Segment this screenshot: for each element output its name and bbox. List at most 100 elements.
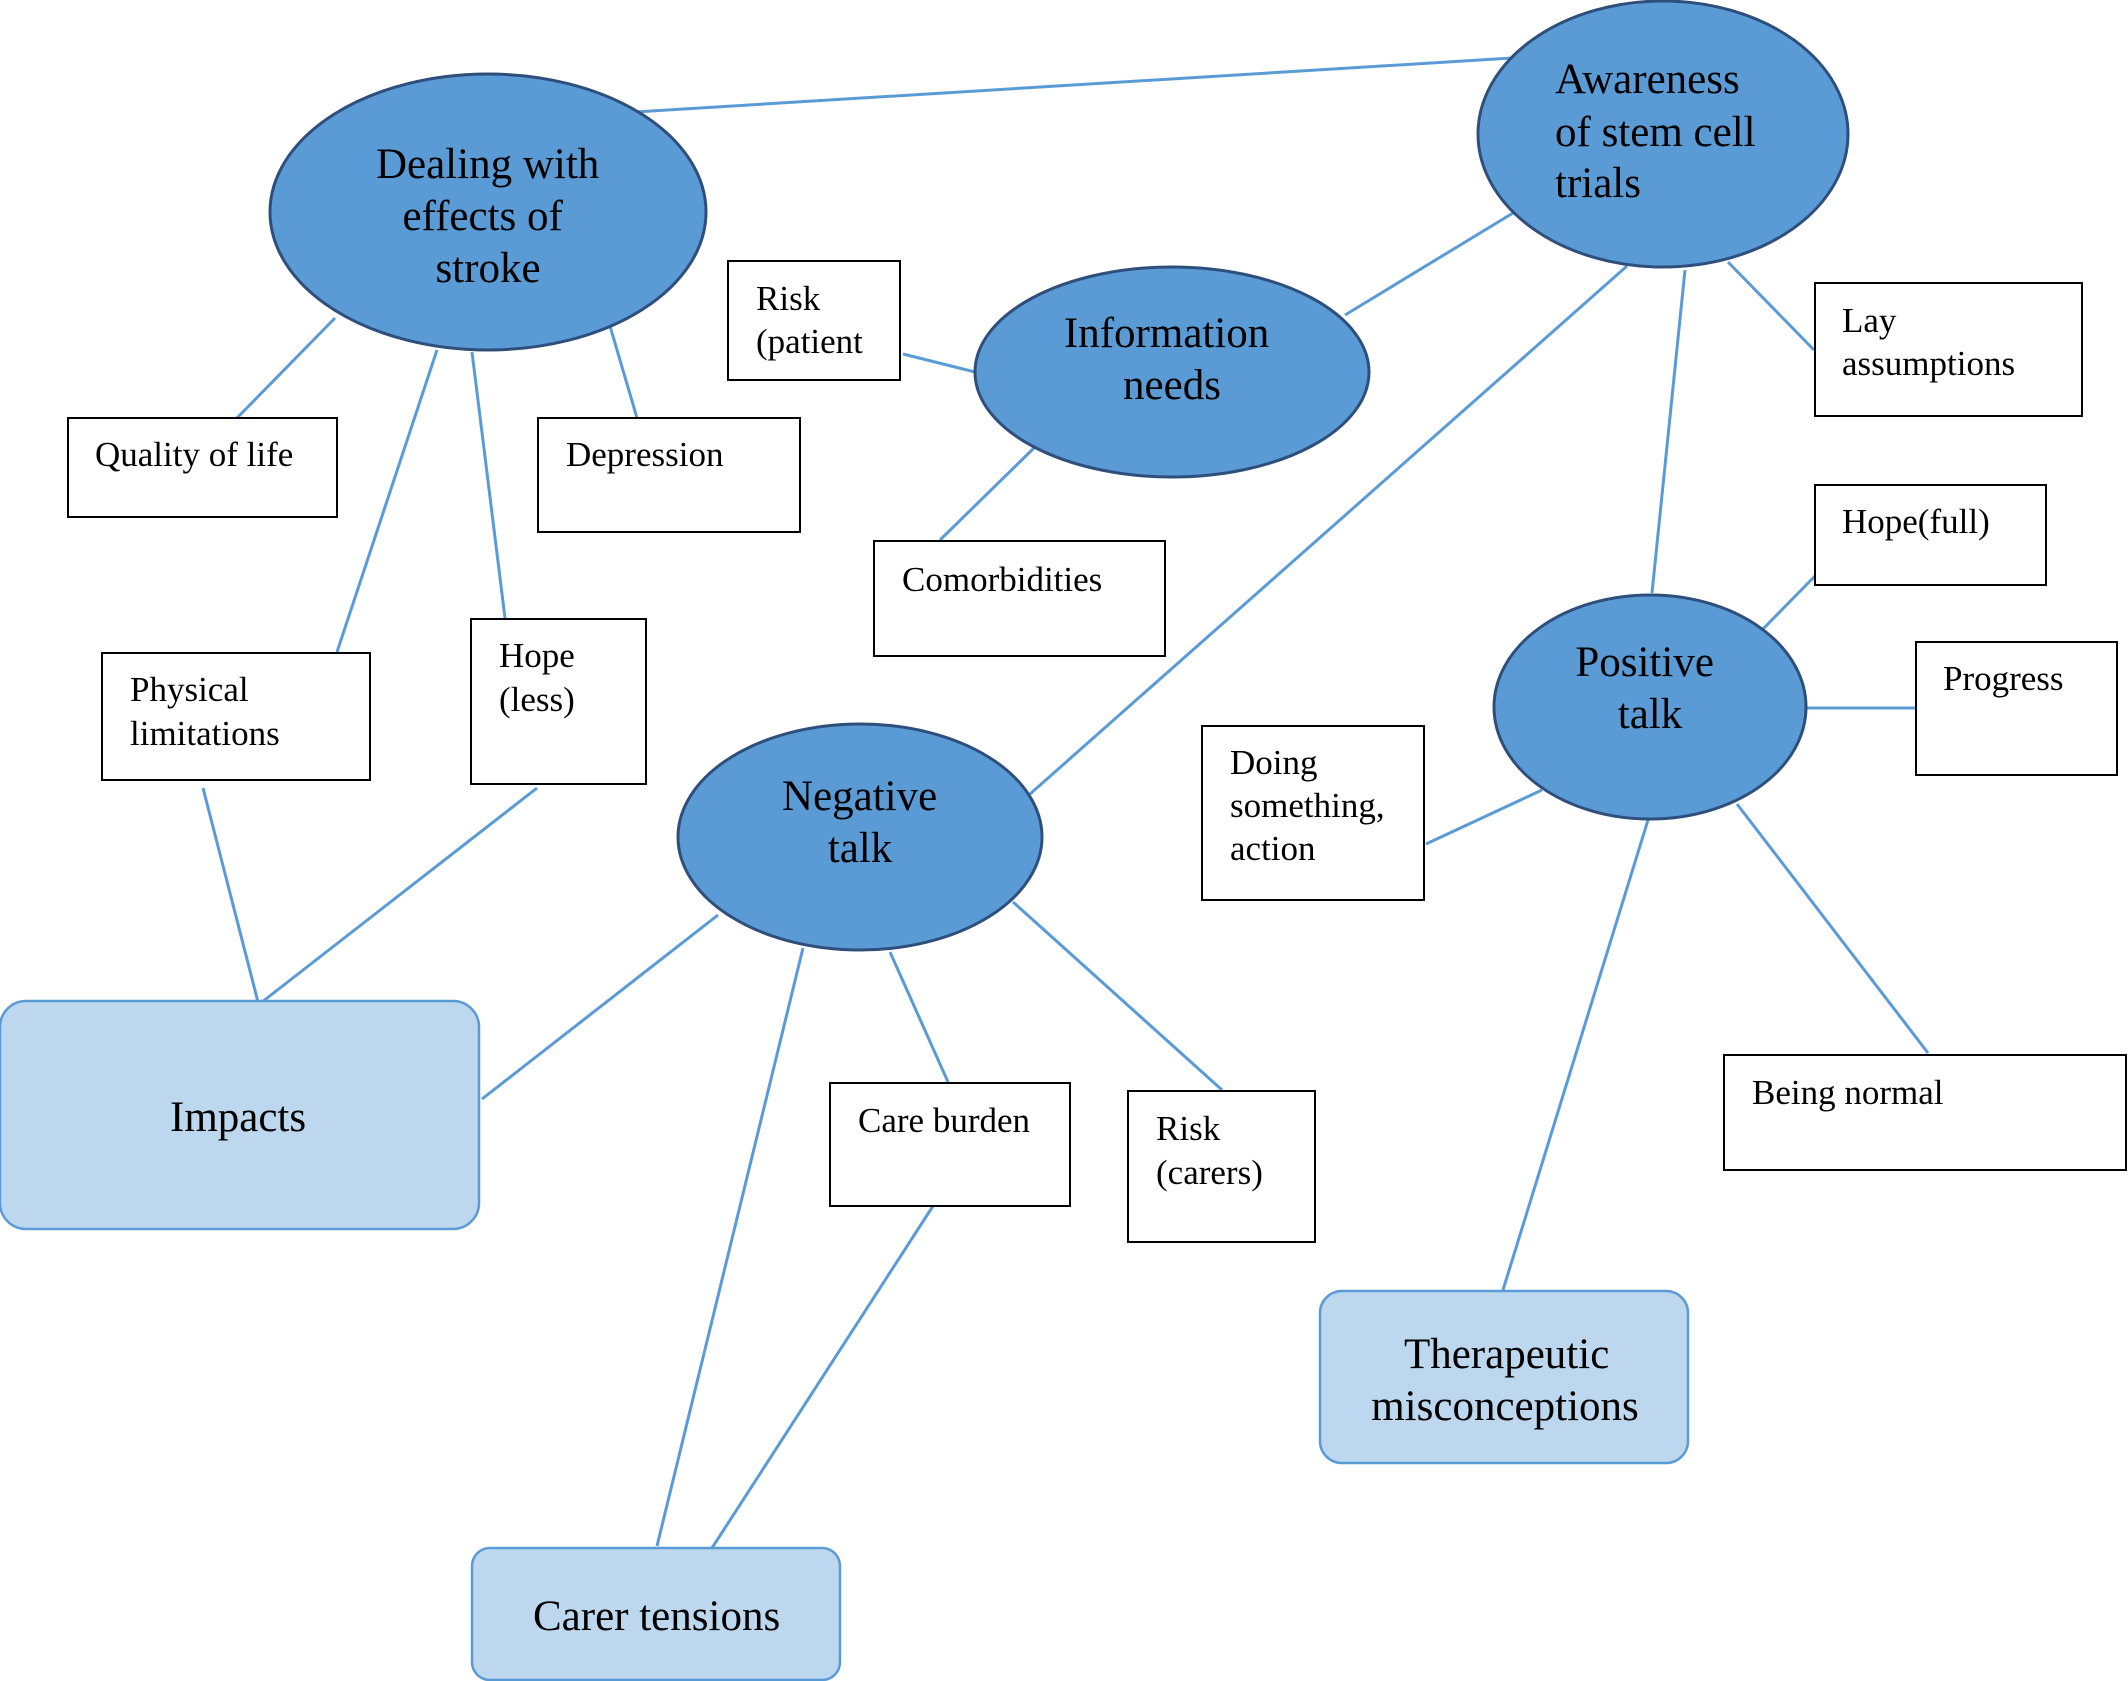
svg-text:Negative talk: Negative talk [782, 773, 948, 872]
box-quality-of-life-line1: Quality of life [95, 435, 293, 474]
ellipse-awareness-shape [1476, 0, 1850, 269]
box-hope-less-line2: (less) [499, 680, 575, 719]
ellipse-dealing: Dealing with effects of stroke [268, 72, 708, 352]
box-being-normal-line1: Being normal [1752, 1073, 1944, 1112]
box-physical-limitations-line2: limitations [130, 714, 280, 753]
box-doing-something-line2: something, [1230, 786, 1385, 825]
svg-text:Hope(full): Hope(full) [1842, 502, 1990, 541]
box-care-burden-frame [829, 1082, 1071, 1207]
box-physical-limitations-line1: Physical [130, 670, 249, 709]
connector-information-comorbidities [938, 445, 1037, 542]
ellipse-negative-shape [676, 722, 1044, 952]
connector-dealing-quality [235, 316, 337, 420]
svg-text:Progress: Progress [1943, 659, 2064, 698]
svg-text:Risk (patient: Risk (patient [756, 279, 863, 361]
theme-carer-tensions-frame [470, 1546, 842, 1681]
svg-text:Lay assumptions: Lay assumptions [1842, 301, 2015, 383]
box-hope-full-line1: Hope(full) [1842, 502, 1990, 541]
connector-negative-impacts [481, 913, 719, 1101]
connector-awareness-negative [1029, 264, 1628, 796]
box-hope-full: Hope(full) [1814, 484, 2047, 586]
box-risk-carers-frame [1127, 1090, 1316, 1243]
ellipse-information-shape [973, 265, 1371, 479]
connector-physical-impacts [201, 787, 260, 1003]
box-being-normal-frame [1723, 1054, 2127, 1171]
box-lay-assumptions-line2: assumptions [1842, 344, 2015, 383]
box-doing-something: Doing something, action [1201, 725, 1425, 901]
connector-positive-therapeutic [1501, 819, 1650, 1291]
box-depression: Depression [537, 417, 801, 533]
ellipse-negative-line2: talk [828, 825, 893, 872]
box-doing-something-frame [1201, 725, 1425, 901]
connector-awareness-information [1344, 211, 1514, 317]
ellipse-positive-line2: talk [1618, 691, 1683, 738]
box-hope-full-frame [1814, 484, 2047, 586]
ellipse-awareness-line2: of stem cell [1555, 109, 1756, 156]
ellipse-negative: Negative talk [676, 722, 1044, 952]
svg-text:Impacts: Impacts [170, 1094, 306, 1141]
box-depression-line1: Depression [566, 435, 723, 474]
connector-hopeless-impacts [261, 786, 538, 1004]
svg-text:Depression: Depression [566, 435, 723, 474]
box-progress-frame [1915, 641, 2118, 776]
theme-therapeutic-misconceptions-line2: misconceptions [1371, 1383, 1639, 1430]
svg-text:Quality of life: Quality of life [95, 435, 293, 474]
svg-text:Positive talk: Positive talk [1575, 639, 1724, 738]
connector-careburden-carer-tensions [710, 1205, 935, 1549]
box-hope-less-frame [470, 618, 647, 785]
connectors [201, 56, 1930, 1549]
connector-dealing-hopeless [470, 351, 507, 619]
connector-positive-doing [1425, 788, 1543, 846]
connector-dealing-physical [335, 349, 439, 653]
ellipse-positive: Positive talk [1492, 593, 1808, 821]
box-care-burden: Care burden [829, 1082, 1071, 1207]
ellipse-negative-line1: Negative [782, 773, 937, 820]
connector-negative-carer-tensions [655, 947, 805, 1547]
svg-text:Doing something,: Doing something, action [1230, 743, 1393, 868]
ellipse-awareness: Awareness of stem cell trials [1476, 0, 1850, 269]
box-depression-frame [537, 417, 801, 533]
ellipse-positive-line1: Positive [1575, 639, 1714, 686]
box-physical-limitations: Physical limitations [101, 652, 371, 781]
theme-impacts-frame [0, 999, 481, 1231]
svg-text:Hope (less): Hope (less) [499, 636, 584, 719]
ellipse-awareness-line3: trials [1555, 160, 1641, 207]
svg-text:Awareness of stem cell: Awareness of stem cell trials [1555, 56, 1766, 207]
box-risk-patient: Risk (patient [727, 260, 901, 381]
box-doing-something-line3: action [1230, 829, 1316, 868]
connector-negative-riskcarers [1011, 900, 1224, 1092]
svg-text:Care burden: Care burden [858, 1101, 1030, 1140]
theme-carer-tensions-line1: Carer tensions [533, 1593, 780, 1640]
box-hope-less-line1: Hope [499, 636, 575, 675]
theme-impacts-line1: Impacts [170, 1094, 306, 1141]
ellipse-information: Information needs [973, 265, 1371, 479]
ellipse-positive-shape [1492, 593, 1808, 821]
boxes: Quality of life Depression Risk (patient… [67, 260, 2127, 1243]
connector-information-risk [902, 352, 976, 374]
ellipse-information-line1: Information [1064, 310, 1269, 357]
box-risk-patient-frame [727, 260, 901, 381]
themes: Impacts Carer tensions Therapeutic misco… [0, 999, 1690, 1681]
box-quality-of-life-frame [67, 417, 338, 518]
box-comorbidities-line1: Comorbidities [902, 560, 1102, 599]
svg-text:Physical limitations: Physical limitations [130, 670, 280, 753]
svg-text:Comorbidities: Comorbidities [902, 560, 1102, 599]
theme-therapeutic-misconceptions-line1: Therapeutic [1404, 1331, 1609, 1378]
ellipse-dealing-line1: Dealing with [376, 141, 599, 188]
theme-carer-tensions: Carer tensions [470, 1546, 842, 1681]
svg-text:Information needs: Information needs [1064, 310, 1280, 409]
box-progress-line1: Progress [1943, 659, 2064, 698]
connector-awareness-positive [1650, 269, 1687, 594]
ellipse-information-line2: needs [1123, 362, 1221, 409]
box-being-normal: Being normal [1723, 1054, 2127, 1171]
svg-text:Being normal: Being normal [1752, 1073, 1944, 1112]
box-lay-assumptions-frame [1814, 282, 2083, 417]
box-risk-carers: Risk (carers) [1127, 1090, 1316, 1243]
box-care-burden-line1: Care burden [858, 1101, 1030, 1140]
theme-therapeutic-misconceptions: Therapeutic misconceptions [1318, 1289, 1690, 1465]
svg-text:Risk (carers): Risk (carers) [1156, 1109, 1263, 1192]
svg-text:Dealing with effects of: Dealing with effects of stroke [376, 141, 610, 292]
box-doing-something-line1: Doing [1230, 743, 1318, 782]
box-lay-assumptions-line1: Lay [1842, 301, 1897, 340]
